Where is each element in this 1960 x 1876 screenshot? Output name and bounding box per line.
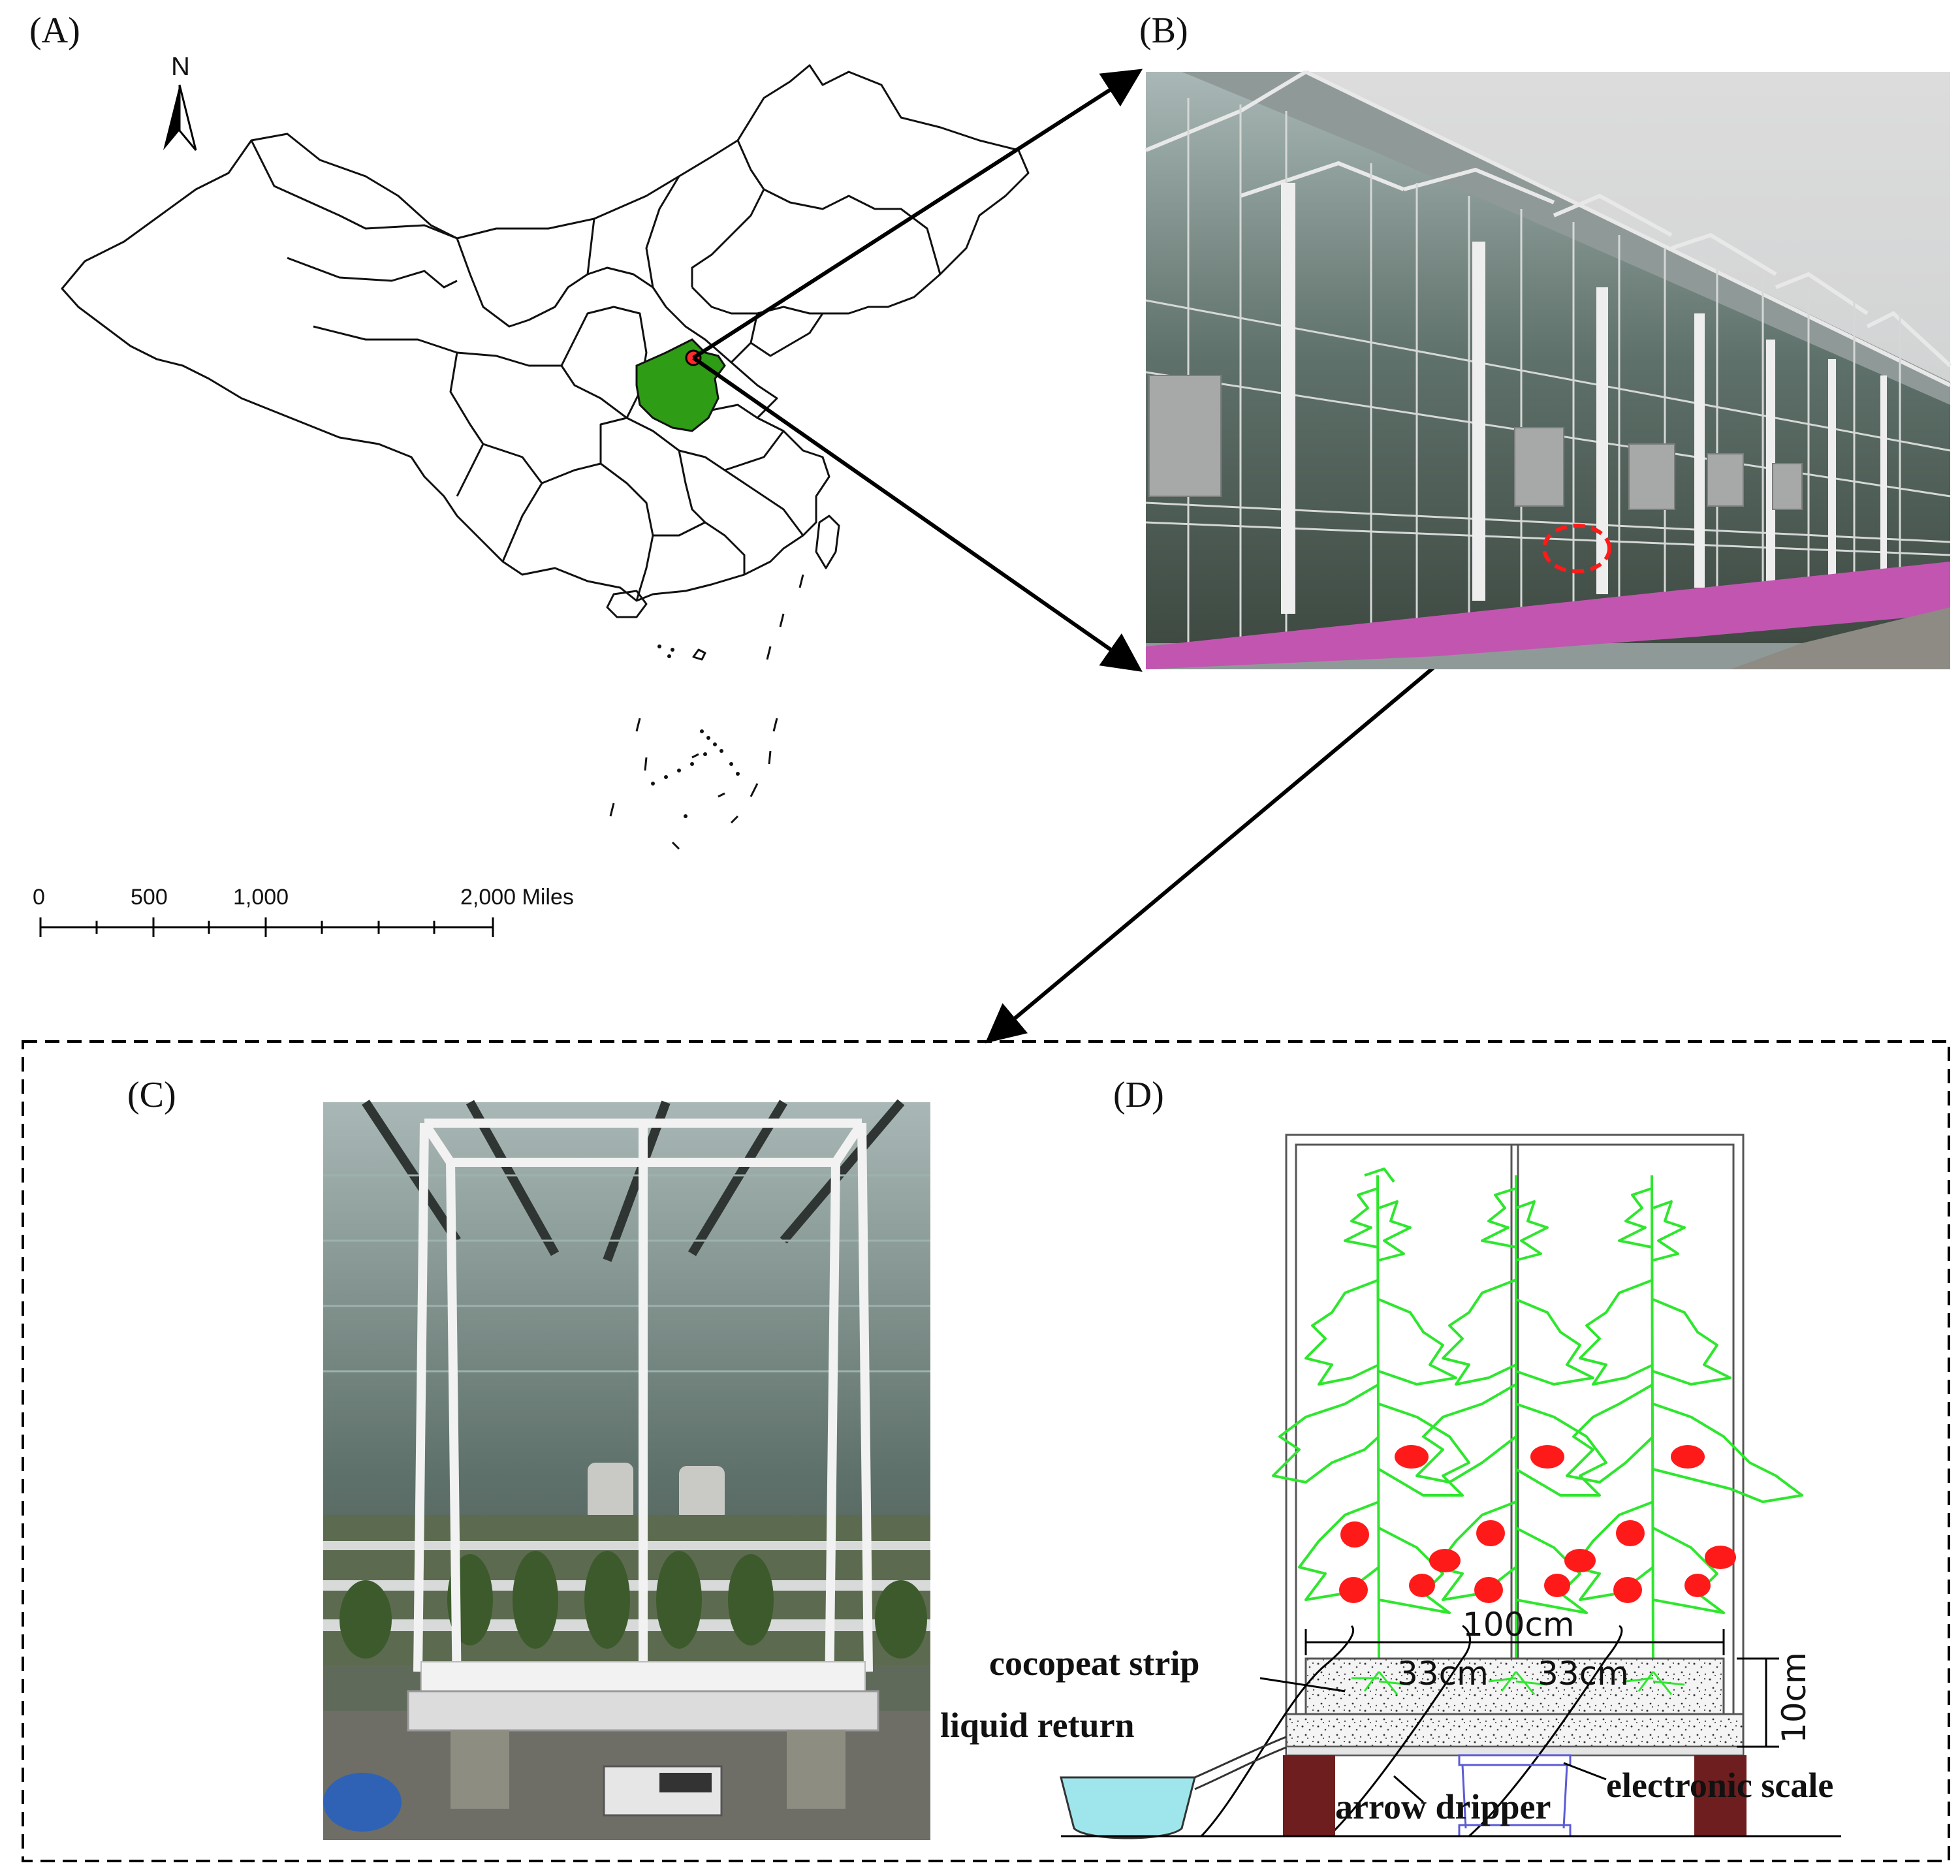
panel-b: (B) [1139,10,1952,669]
liquid-return-basin [1060,1776,1196,1839]
leader-lines [1259,1677,1607,1804]
scale-tick-0: 0 [33,885,45,910]
hainan-island [606,590,648,618]
label-arrow-dripper: arrow dripper [1335,1787,1551,1826]
panel-d-label: (D) [1113,1075,1164,1115]
panel-a-label: (A) [29,10,80,51]
label-electronic-scale: electronic scale [1606,1766,1833,1805]
detail-frame [22,1040,1950,1862]
taiwan-island [815,515,840,569]
panel-a: (A) N [29,10,1030,937]
scale-tick-2000: 2,000 Miles [460,885,574,910]
experimental-setup-photo [323,1099,930,1840]
label-cocopeat-strip: cocopeat strip [989,1644,1199,1683]
tomato-plant-left [1272,1168,1470,1672]
location-highlight-ellipse [1542,524,1611,573]
cocopeat-substrate [1285,1657,1745,1756]
greenhouse-photo [1145,70,1952,669]
dim-height: 10cm [1775,1652,1813,1743]
panel-b-label: (B) [1139,10,1188,51]
dripper-lines [1200,1625,1623,1837]
panel-d: (D) [940,1075,1841,1839]
label-liquid-return: liquid return [940,1706,1135,1745]
support-post-right [1694,1755,1747,1836]
tomato-plant-right [1566,1175,1803,1672]
country-outline [61,64,1030,602]
scale-bar: 0 500 1,000 2,000 Miles [33,885,574,937]
china-map [61,64,1030,850]
dim-spacing-right: 33cm [1538,1655,1629,1693]
highlighted-province [635,338,726,432]
north-label: N [171,52,190,81]
north-arrow-icon: N [163,52,197,151]
tomato-fruits [1339,1445,1736,1603]
panel-c-label: (C) [127,1075,176,1115]
dim-spacing-left: 33cm [1397,1655,1489,1693]
dim-width-total: 100cm [1462,1606,1575,1644]
support-post-left [1283,1755,1335,1836]
dimension-lines [1304,1629,1779,1748]
panel-c: (C) [127,1075,930,1840]
scale-tick-1000: 1,000 [233,885,289,910]
scale-tick-500: 500 [131,885,168,910]
